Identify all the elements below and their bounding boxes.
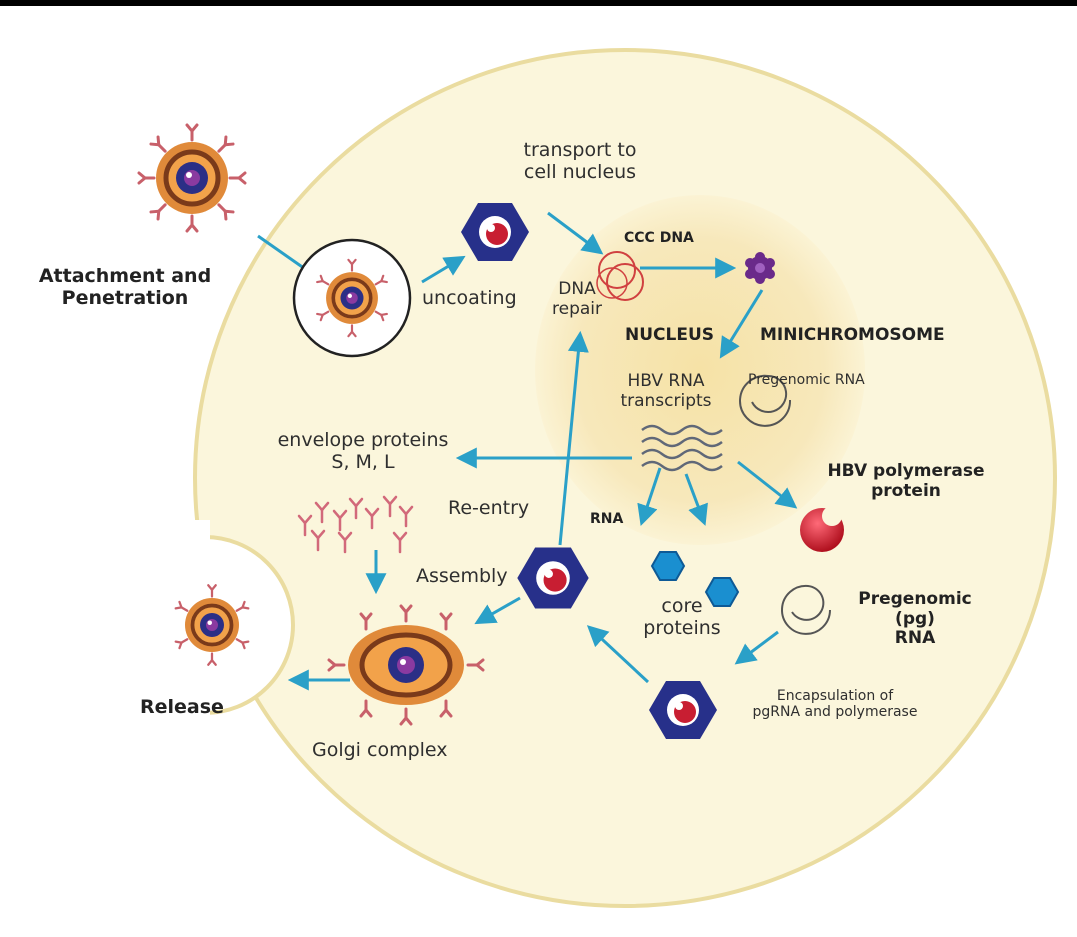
nucleus-region: [535, 195, 865, 545]
arrow-encap-to-assembly: [586, 625, 650, 684]
core-protein-icon: [651, 551, 685, 581]
label-transport: transport to cell nucleus: [523, 139, 637, 183]
arrow-uncoating: [421, 255, 466, 284]
golgi-icon: [327, 604, 485, 726]
arrow-mini-to-transcripts: [719, 289, 764, 359]
label-dna-repair: DNA repair: [552, 279, 602, 319]
label-rna: RNA: [590, 511, 624, 527]
label-nucleus: NUCLEUS: [625, 325, 715, 345]
ccc-dna-icon: [596, 251, 644, 301]
arrow-rna-2: [684, 473, 708, 526]
label-minichromosome: MINICHROMOSOME: [760, 325, 945, 345]
label-attachment: Attachment and Penetration: [38, 265, 212, 309]
rna-transcripts-icon: [641, 424, 723, 472]
label-encapsulation: Encapsulation of pgRNA and polymerase: [752, 688, 918, 721]
label-ccc-dna: CCC DNA: [624, 230, 694, 246]
label-envelope: envelope proteins S, M, L: [277, 429, 449, 473]
arrow-assembly-out: [474, 596, 521, 625]
virion-icon: [137, 123, 247, 233]
label-re-entry: Re-entry: [448, 497, 530, 519]
label-core-proteins: core proteins: [643, 595, 721, 639]
minichromosome-icon: [745, 252, 775, 284]
label-hbv-polymerase: HBV polymerase protein: [827, 461, 985, 501]
arrow-polymerase: [737, 460, 798, 509]
label-golgi: Golgi complex: [312, 739, 448, 761]
arrow-transport: [547, 211, 604, 255]
polymerase-icon: [800, 506, 844, 552]
label-assembly: Assembly: [416, 565, 508, 587]
label-uncoating: uncoating: [422, 287, 517, 309]
label-pregenomic-pg: Pregenomic (pg) RNA: [858, 589, 972, 649]
arrow-rna-1: [637, 467, 662, 526]
label-release: Release: [140, 696, 224, 718]
label-pregenomic-rna-small: Pregenomic RNA: [748, 372, 865, 388]
flow-arrows: [257, 211, 798, 691]
rna-coil-icon: [781, 584, 831, 635]
top-border: [0, 0, 1077, 6]
label-hbv-rna: HBV RNA transcripts: [620, 371, 712, 411]
rna-coil-icon: [739, 374, 792, 427]
arrow-re-entry: [558, 330, 589, 546]
arrow-pg-to-encap: [734, 630, 779, 665]
